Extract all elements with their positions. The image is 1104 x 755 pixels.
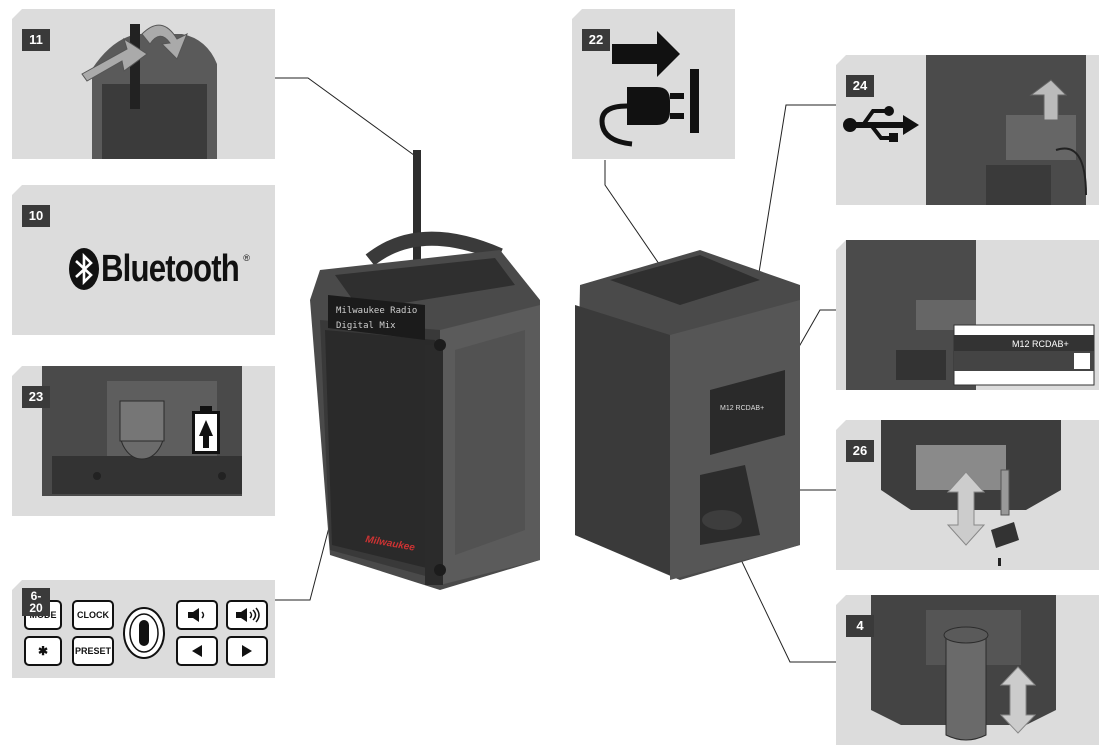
usb-port-illustration (926, 55, 1087, 205)
leader-11 (275, 77, 419, 159)
right-arrow-icon (242, 645, 252, 657)
left-arrow-icon (192, 645, 202, 657)
volume-up-icon (236, 607, 260, 623)
radio-rear-illustration: M12 RCDAB+ (575, 250, 800, 580)
antenna-fold-illustration (81, 24, 217, 159)
step-badge: 4 (846, 615, 874, 637)
power-knob[interactable] (122, 606, 166, 660)
label-model: M12 RCDAB+ (1012, 339, 1069, 349)
registered-mark: ® (243, 253, 250, 263)
previous-key[interactable] (176, 636, 218, 666)
unplug-illustration (599, 31, 699, 147)
bluetooth-key[interactable]: ✱ (24, 636, 62, 666)
speaker-grille (325, 330, 435, 570)
panel-controls: 6- 20 MODE CLOCK ✱ PRESET (12, 580, 275, 678)
volume-down-icon (188, 608, 205, 622)
panel-usb: 24 (836, 55, 1099, 205)
battery-pack-illustration (871, 595, 1056, 741)
panel-battery-pack: 4 (836, 595, 1099, 745)
panel-power: 22 (572, 9, 735, 159)
display (328, 295, 425, 340)
carry-handle (365, 231, 503, 266)
label-header (954, 335, 1094, 351)
top-control-panel (335, 258, 515, 310)
rear-label-model: M12 RCDAB+ (720, 405, 764, 412)
arrow-right-icon (612, 31, 680, 77)
socket-bar (690, 69, 699, 133)
rear-rating-label (710, 370, 785, 455)
step-badge: 24 (846, 75, 874, 97)
rear-side-face (575, 305, 670, 575)
panel-rating-label: M12 RCDAB+ (836, 240, 1099, 390)
rear-top-controls (610, 255, 760, 305)
step-badge: 23 (22, 386, 50, 408)
rating-label-illustration: M12 RCDAB+ (846, 240, 1095, 390)
battery-charge-icon (192, 406, 220, 454)
battery-compartment-illustration (42, 366, 242, 496)
battery-door-illustration (881, 420, 1061, 566)
panel-bluetooth: 10 Bluetooth ® (12, 185, 275, 335)
step-badge: 26 (846, 440, 874, 462)
step-badge: 10 (22, 205, 50, 227)
panel-battery-insert: 23 (12, 366, 275, 516)
bluetooth-wordmark: Bluetooth (101, 247, 240, 290)
panel-battery-door: 26 (836, 420, 1099, 570)
next-key[interactable] (226, 636, 268, 666)
antenna (413, 150, 421, 260)
usb-icon (843, 106, 919, 142)
volume-up-key[interactable] (226, 600, 268, 630)
bluetooth-logo: Bluetooth ® (67, 247, 250, 291)
panel-antenna: 11 (12, 9, 275, 159)
step-badge: 11 (22, 29, 50, 51)
display-line-1: Milwaukee Radio (336, 306, 417, 316)
display-line-2: Digital Mix (336, 321, 396, 331)
clock-key[interactable]: CLOCK (72, 600, 114, 630)
volume-down-key[interactable] (176, 600, 218, 630)
step-badge: 6- 20 (22, 588, 50, 616)
bluetooth-icon (69, 248, 99, 290)
radio-front-illustration: Milwaukee Radio Digital Mix Milwaukee (310, 150, 540, 590)
step-badge: 22 (582, 29, 610, 51)
preset-key[interactable]: PRESET (72, 636, 114, 666)
plug-icon (627, 87, 670, 125)
